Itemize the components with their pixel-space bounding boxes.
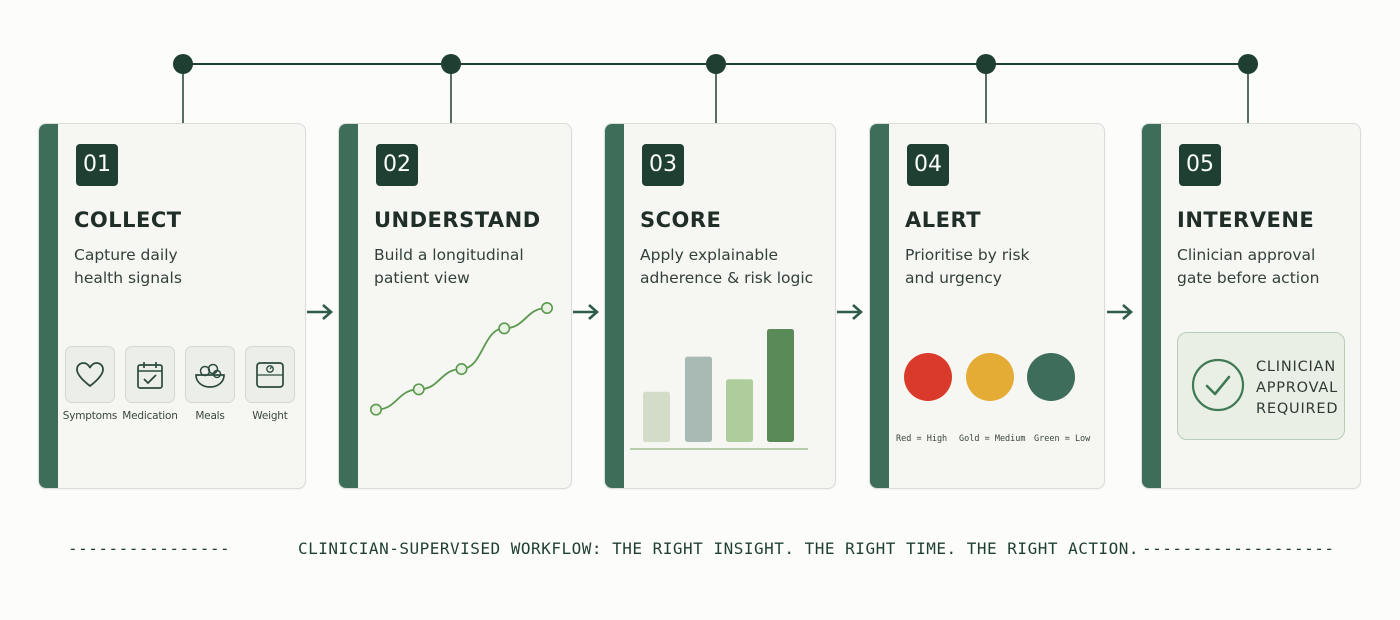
approval-text: CLINICIAN APPROVAL REQUIRED [1256,357,1338,420]
timeline-node [976,54,996,74]
risk-dot-green [1027,353,1075,401]
step-description: Apply explainable adherence & risk logic [640,244,813,290]
step-card-alert: 04 ALERT Prioritise by risk and urgency … [869,123,1105,489]
timeline-node [706,54,726,74]
step-title: COLLECT [74,208,182,232]
timeline-node [441,54,461,74]
score-bar-chart [630,329,808,450]
trend-point [369,403,382,416]
step-title: SCORE [640,208,722,232]
step-description-line: Prioritise by risk [905,246,1030,264]
step-card-understand: 02 UNDERSTAND Build a longitudinal patie… [338,123,572,489]
trend-point [541,302,554,315]
arrow-right-icon [837,304,863,320]
legend-medium: Gold = Medium [959,434,1026,444]
footer-dashes-left: ---------------- [68,539,231,558]
signal-weight: Weight [241,346,299,422]
signal-symptoms: Symptoms [61,346,119,422]
step-title: UNDERSTAND [374,208,541,232]
score-bar [767,329,794,442]
risk-level-indicators [904,353,1075,401]
signal-label: Meals [195,410,225,422]
step-description-line: Clinician approval [1177,246,1316,264]
signal-meals: Meals [181,346,239,422]
arrow-right-icon [1107,304,1133,320]
trend-point [455,363,468,376]
step-card-intervene: 05 INTERVENE Clinician approval gate bef… [1141,123,1361,489]
timeline-node [1238,54,1258,74]
approval-line: APPROVAL [1256,380,1339,396]
score-bar [685,356,712,442]
trend-line [375,307,548,411]
approval-line: REQUIRED [1256,401,1339,417]
icon-tile [185,346,235,403]
icon-tile [125,346,175,403]
score-bar [726,379,753,442]
step-number-badge: 05 [1179,144,1221,186]
trend-line-chart [369,302,554,416]
step-description-line: gate before action [1177,269,1320,287]
step-description: Prioritise by risk and urgency [905,244,1030,290]
approval-line: CLINICIAN [1256,359,1336,375]
card-accent-stripe [1142,124,1161,488]
step-card-score: 03 SCORE Apply explainable adherence & r… [604,123,836,489]
timeline-node [173,54,193,74]
step-description-line: adherence & risk logic [640,269,814,287]
risk-dot-red [904,353,952,401]
step-description-line: Build a longitudinal [374,246,524,264]
step-description-line: and urgency [905,269,1002,287]
trend-point [412,383,425,396]
card-accent-stripe [339,124,358,488]
trend-point [498,322,511,335]
step-description-line: patient view [374,269,470,287]
step-description: Clinician approval gate before action [1177,244,1319,290]
score-bar [643,391,670,442]
card-accent-stripe [39,124,58,488]
step-card-collect: 01 COLLECT Capture daily health signals … [38,123,306,489]
arrow-right-icon [307,304,333,320]
step-description-line: health signals [74,269,182,287]
step-number-badge: 01 [76,144,118,186]
step-description: Build a longitudinal patient view [374,244,524,290]
signal-label: Weight [252,410,288,422]
step-number-badge: 04 [907,144,949,186]
card-accent-stripe [870,124,889,488]
signal-icons: Symptoms Medication [61,346,301,426]
step-title: ALERT [905,208,982,232]
icon-tile [65,346,115,403]
signal-label: Symptoms [62,410,118,422]
signal-label: Medication [122,410,178,422]
footer-text: CLINICIAN-SUPERVISED WORKFLOW: THE RIGHT… [298,539,1140,558]
timeline-connector [173,54,1258,124]
clinician-approval-box: CLINICIAN APPROVAL REQUIRED [1177,332,1345,440]
step-description: Capture daily health signals [74,244,182,290]
step-title: INTERVENE [1177,208,1315,232]
card-accent-stripe [605,124,624,488]
risk-dot-gold [966,353,1014,401]
legend-high: Red = High [896,434,948,444]
arrow-right-icon [573,304,599,320]
step-description-line: Apply explainable [640,246,779,264]
signal-medication: Medication [121,346,179,422]
step-number-badge: 02 [376,144,418,186]
scale-icon [256,361,284,388]
calendar-check-icon [137,361,163,389]
icon-tile [245,346,295,403]
heart-icon [76,361,104,387]
step-description-line: Capture daily [74,246,178,264]
check-circle-icon [1191,358,1245,412]
bowl-icon [195,363,225,388]
footer-dashes-right: ------------------- [1142,539,1335,558]
legend-low: Green = Low [1034,434,1091,444]
step-number-badge: 03 [642,144,684,186]
